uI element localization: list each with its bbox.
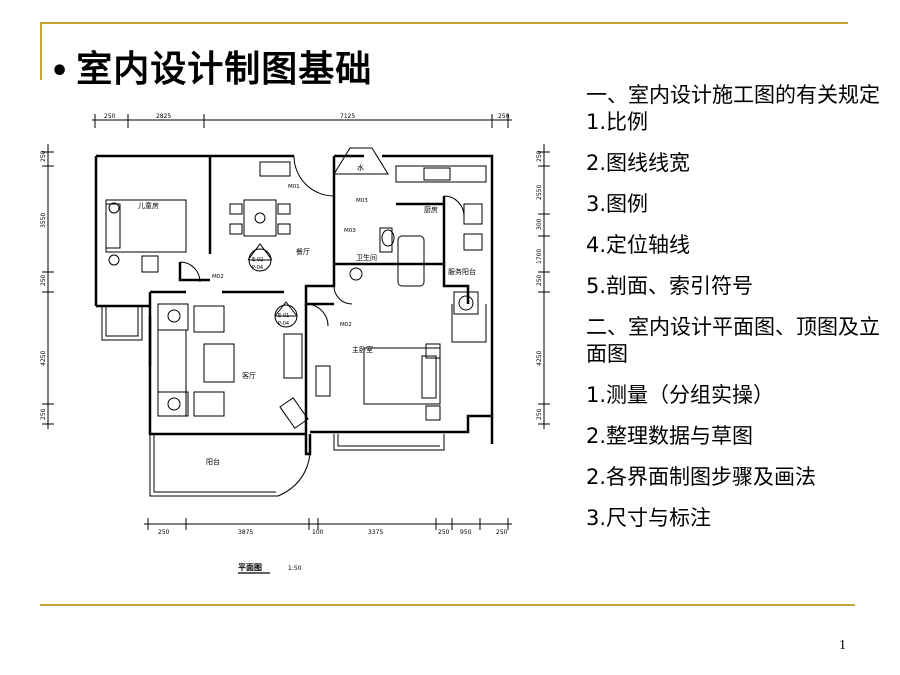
outline-item: 5.剖面、索引符号 (586, 274, 754, 298)
dim-bottom-0: 250 (158, 529, 170, 536)
water-box (333, 147, 389, 175)
dim-top-0: 250 (104, 113, 116, 120)
outline-item: 4.定位轴线 (586, 233, 691, 257)
dim-left-2: 250 (40, 274, 47, 286)
room-child: 儿童房 (138, 201, 159, 210)
bottom-rule (40, 604, 855, 606)
plan-caption: 平面图 1:50 (238, 563, 302, 574)
room-water: 水 (357, 163, 364, 172)
dim-left-0: 250 (40, 150, 47, 162)
index-mark-bottom: P-04 (252, 265, 263, 271)
dim-right-3: 1700 (536, 249, 543, 264)
floor-plan-drawing: 250 2825 7125 250 250 3875 100 3375 250 … (40, 113, 550, 574)
page-number: 1 (839, 638, 846, 653)
room-dining: 餐厅 (296, 247, 310, 256)
room-labels: 儿童房 餐厅 厨房 卫生间 服务阳台 客厅 主卧室 阳台 水 (138, 163, 476, 466)
slide-title: •室内设计制图基础 (50, 40, 372, 92)
dim-right-2: 300 (536, 218, 543, 230)
outline-item: 1.测量（分组实操） (586, 383, 775, 407)
dim-right-1: 2550 (536, 185, 543, 200)
title-side-rule (40, 22, 42, 80)
dim-right-0: 250 (536, 150, 543, 162)
dim-top-3: 250 (498, 113, 510, 120)
outline-item: 2.整理数据与草图 (586, 424, 754, 448)
room-bathroom: 卫生间 (356, 253, 377, 262)
balcony-outline (149, 434, 311, 497)
room-kitchen: 厨房 (424, 205, 438, 214)
door-label: M02 (340, 322, 352, 328)
dimension-labels: 250 2825 7125 250 250 3875 100 3375 250 … (40, 113, 543, 536)
outline-list: 一、室内设计施工图的有关规定 1.比例 2.图线线宽 3.图例 4.定位轴线 5… (586, 82, 886, 532)
dim-left-1: 3550 (40, 213, 47, 228)
bullet-icon: • (50, 54, 71, 89)
index-marks (247, 243, 298, 328)
door-label: M03 (344, 228, 356, 234)
dim-bottom-6: 250 (496, 529, 508, 536)
plan-walls (94, 154, 494, 456)
door-label: M01 (288, 184, 300, 190)
room-living: 客厅 (242, 371, 256, 380)
index-mark-top: E-02 (252, 257, 263, 263)
dim-top-2: 7125 (340, 113, 355, 120)
room-master: 主卧室 (352, 345, 373, 354)
dim-left-3: 4250 (40, 351, 47, 366)
outline-item: 2.图线线宽 (586, 151, 691, 175)
outline-item: 一、室内设计施工图的有关规定 (586, 83, 880, 107)
dim-left-4: 250 (40, 408, 47, 420)
dim-right-4: 250 (536, 274, 543, 286)
dim-top-1: 2825 (156, 113, 171, 120)
plan-caption-title: 平面图 (238, 563, 262, 572)
door-label: M03 (356, 198, 368, 204)
dim-right-6: 250 (536, 408, 543, 420)
door-labels: M01 M03 M03 M02 M02 (212, 184, 368, 328)
index-mark-top: E-01 (278, 313, 289, 319)
index-mark-bottom: P-04 (278, 321, 289, 327)
dim-bottom-5: 950 (460, 529, 472, 536)
outline-item: 2.各界面制图步骤及画法 (586, 465, 817, 489)
outline-item: 二、室内设计平面图、顶图及立面图 (586, 315, 880, 366)
plan-scale: 1:50 (288, 565, 302, 572)
dim-bottom-2: 100 (312, 529, 324, 536)
slide-title-text: 室内设计制图基础 (76, 49, 373, 90)
top-rule (40, 22, 848, 24)
dim-bottom-4: 250 (438, 529, 450, 536)
dim-bottom-3: 3375 (368, 529, 383, 536)
room-service-balcony: 服务阳台 (448, 267, 476, 276)
outline-item: 3.图例 (586, 192, 649, 216)
room-balcony: 阳台 (206, 457, 220, 466)
door-label: M02 (212, 274, 224, 280)
dim-bottom-1: 3875 (238, 529, 253, 536)
outline-item: 1.比例 (586, 110, 649, 134)
outline-item: 3.尺寸与标注 (586, 506, 712, 530)
dim-right-5: 4250 (536, 351, 543, 366)
